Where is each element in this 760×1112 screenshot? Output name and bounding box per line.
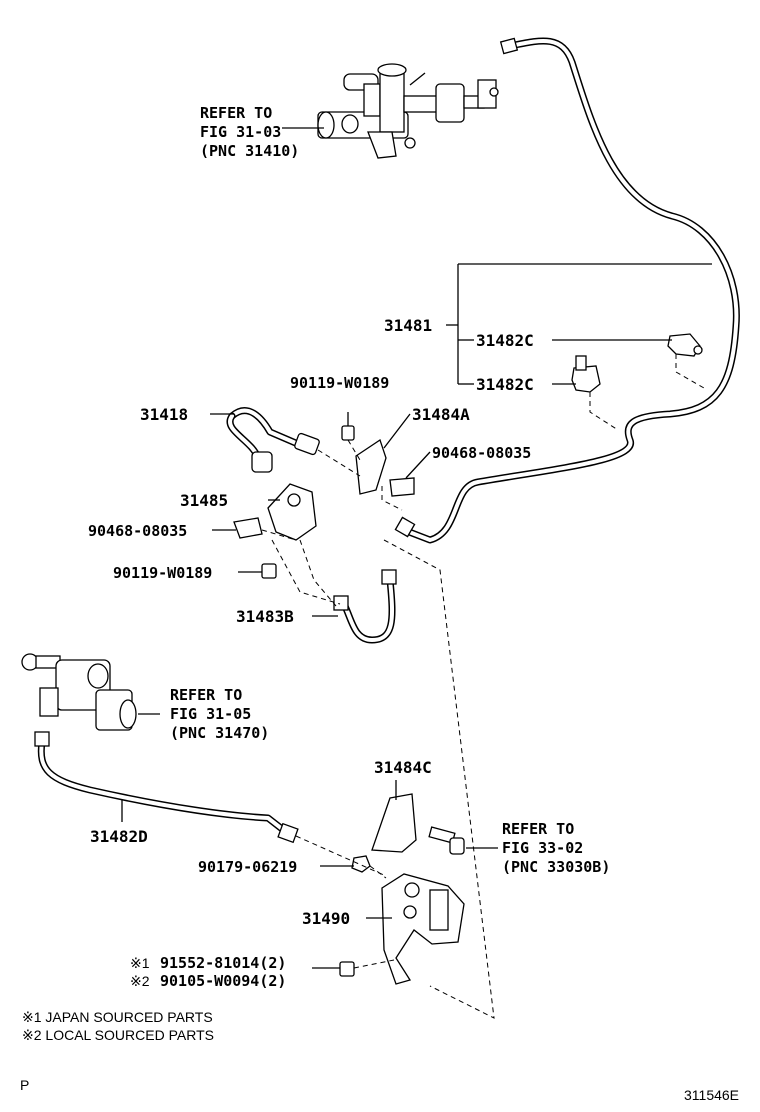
bolt-91552 — [339, 961, 355, 977]
note-japan-sourced: ※1 JAPAN SOURCED PARTS — [22, 1009, 213, 1025]
assembly-guides — [261, 354, 705, 1019]
diagram-id: 311546E — [684, 1087, 739, 1103]
clip-90468-left — [233, 517, 263, 539]
label-91552-81014[interactable]: 91552-81014(2) — [160, 954, 286, 972]
bolt-ref-33030b — [428, 826, 465, 855]
clip-31482c-upper — [667, 333, 703, 357]
clip-31482c-lower — [571, 355, 601, 393]
refer-line-1: REFER TO — [502, 820, 574, 838]
pipe-31483b — [333, 569, 397, 644]
clip-90468-right — [389, 477, 415, 497]
refer-line-3: (PNC 31410) — [200, 142, 299, 160]
hose-31418 — [226, 407, 320, 473]
label-31482d[interactable]: 31482D — [90, 827, 148, 846]
bolt-90119-top — [341, 412, 355, 441]
mark-japan-sourced: ※1 — [130, 955, 150, 971]
clutch-release-cylinder — [21, 653, 137, 731]
label-31481[interactable]: 31481 — [384, 316, 432, 335]
pipe-31482d — [34, 731, 299, 844]
refer-line-1: REFER TO — [170, 686, 242, 704]
label-90105-w0094[interactable]: 90105-W0094(2) — [160, 972, 286, 990]
refer-block-fig-31-05[interactable]: REFER TO FIG 31-05 (PNC 31470) — [170, 686, 269, 742]
label-31485[interactable]: 31485 — [180, 491, 228, 510]
bracket-31484c — [371, 793, 417, 853]
clutch-master-cylinder — [317, 63, 499, 159]
mark-local-sourced: ※2 — [130, 973, 150, 989]
pipe-31481 — [394, 37, 740, 544]
label-90468-08035-right[interactable]: 90468-08035 — [432, 444, 531, 462]
bracket-31484a — [355, 438, 387, 495]
label-90468-08035-left[interactable]: 90468-08035 — [88, 522, 187, 540]
label-90119-w0189-top[interactable]: 90119-W0189 — [290, 374, 389, 392]
refer-line-2: FIG 31-03 — [200, 123, 281, 141]
refer-line-2: FIG 33-02 — [502, 839, 583, 857]
refer-block-fig-31-03[interactable]: REFER TO FIG 31-03 (PNC 31410) — [200, 104, 299, 160]
bracket-31490 — [381, 873, 465, 985]
label-31484a[interactable]: 31484A — [412, 405, 470, 424]
refer-block-fig-33-02[interactable]: REFER TO FIG 33-02 (PNC 33030B) — [502, 820, 610, 876]
label-31418[interactable]: 31418 — [140, 405, 188, 424]
refer-line-2: FIG 31-05 — [170, 705, 251, 723]
footer-mark: P — [20, 1077, 29, 1093]
note-local-sourced: ※2 LOCAL SOURCED PARTS — [22, 1027, 214, 1043]
label-90119-w0189-bottom[interactable]: 90119-W0189 — [113, 564, 212, 582]
refer-line-3: (PNC 31470) — [170, 724, 269, 742]
label-31490[interactable]: 31490 — [302, 909, 350, 928]
leader-lines — [121, 127, 712, 969]
label-90179-06219[interactable]: 90179-06219 — [198, 858, 297, 876]
nut-90179 — [351, 855, 371, 873]
label-31482c-lower[interactable]: 31482C — [476, 375, 534, 394]
label-31484c[interactable]: 31484C — [374, 758, 432, 777]
label-31483b[interactable]: 31483B — [236, 607, 294, 626]
refer-line-1: REFER TO — [200, 104, 272, 122]
bracket-31485 — [267, 483, 317, 541]
bolt-90119-bottom — [261, 563, 277, 579]
refer-line-3: (PNC 33030B) — [502, 858, 610, 876]
label-31482c-upper[interactable]: 31482C — [476, 331, 534, 350]
